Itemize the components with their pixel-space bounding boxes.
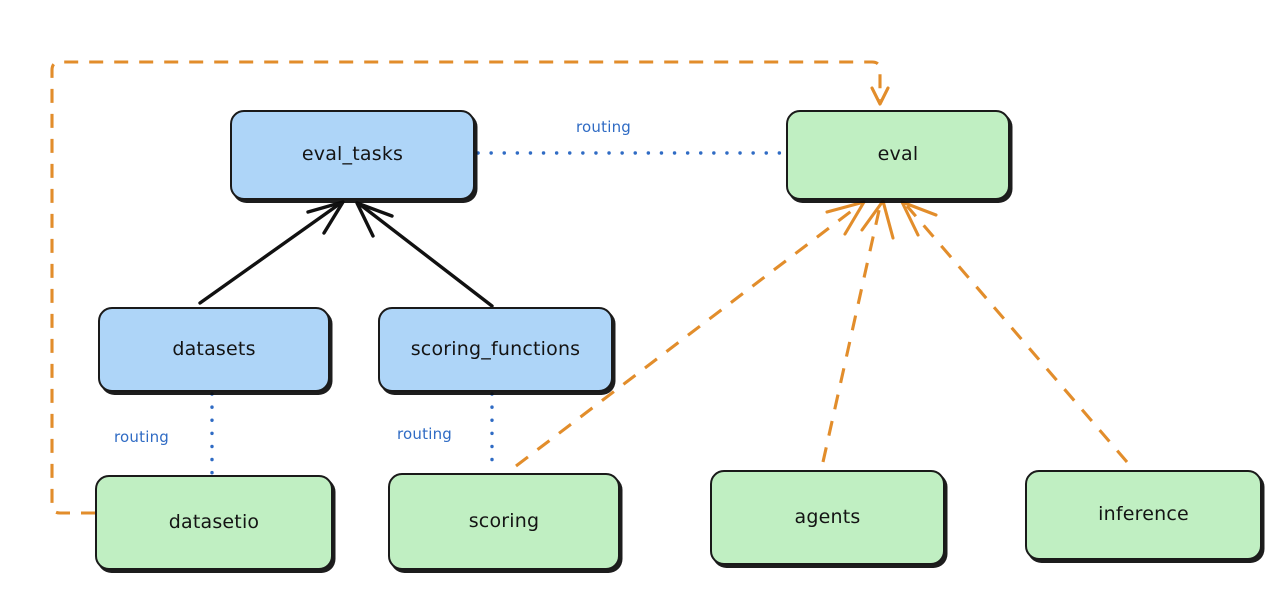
node-datasets[interactable]: datasets (98, 307, 330, 392)
node-label-datasetio: datasetio (168, 510, 260, 533)
node-label-inference: inference (1098, 503, 1189, 526)
node-eval-tasks[interactable]: eval_tasks (230, 110, 475, 200)
edge-scoring-to-eval (515, 200, 866, 468)
edge-label-routing-datasetio: routing (114, 428, 169, 446)
edge-label-routing-scoring: routing (397, 425, 452, 443)
node-label-datasets: datasets (172, 337, 256, 360)
node-label-eval-tasks: eval_tasks (301, 143, 404, 166)
edge-agents-to-eval (821, 199, 895, 463)
edge-datasetio-to-eval (50, 60, 890, 515)
node-scoring[interactable]: scoring (388, 473, 620, 570)
edge-scoring_functions-to-eval_tasks (355, 201, 494, 308)
node-inference[interactable]: inference (1025, 470, 1262, 560)
edge-inference-to-eval (900, 200, 1129, 464)
node-label-eval: eval (877, 143, 919, 166)
node-datasetio[interactable]: datasetio (95, 475, 333, 570)
node-eval[interactable]: eval (786, 110, 1010, 200)
node-scoring-functions[interactable]: scoring_functions (378, 307, 613, 392)
node-label-agents: agents (794, 505, 861, 528)
edge-datasets-to-eval_tasks (198, 200, 345, 305)
edge-label-routing-eval: routing (576, 118, 631, 136)
node-label-scoring-functions: scoring_functions (410, 337, 581, 360)
node-agents[interactable]: agents (710, 470, 945, 565)
node-label-scoring: scoring (468, 509, 540, 532)
